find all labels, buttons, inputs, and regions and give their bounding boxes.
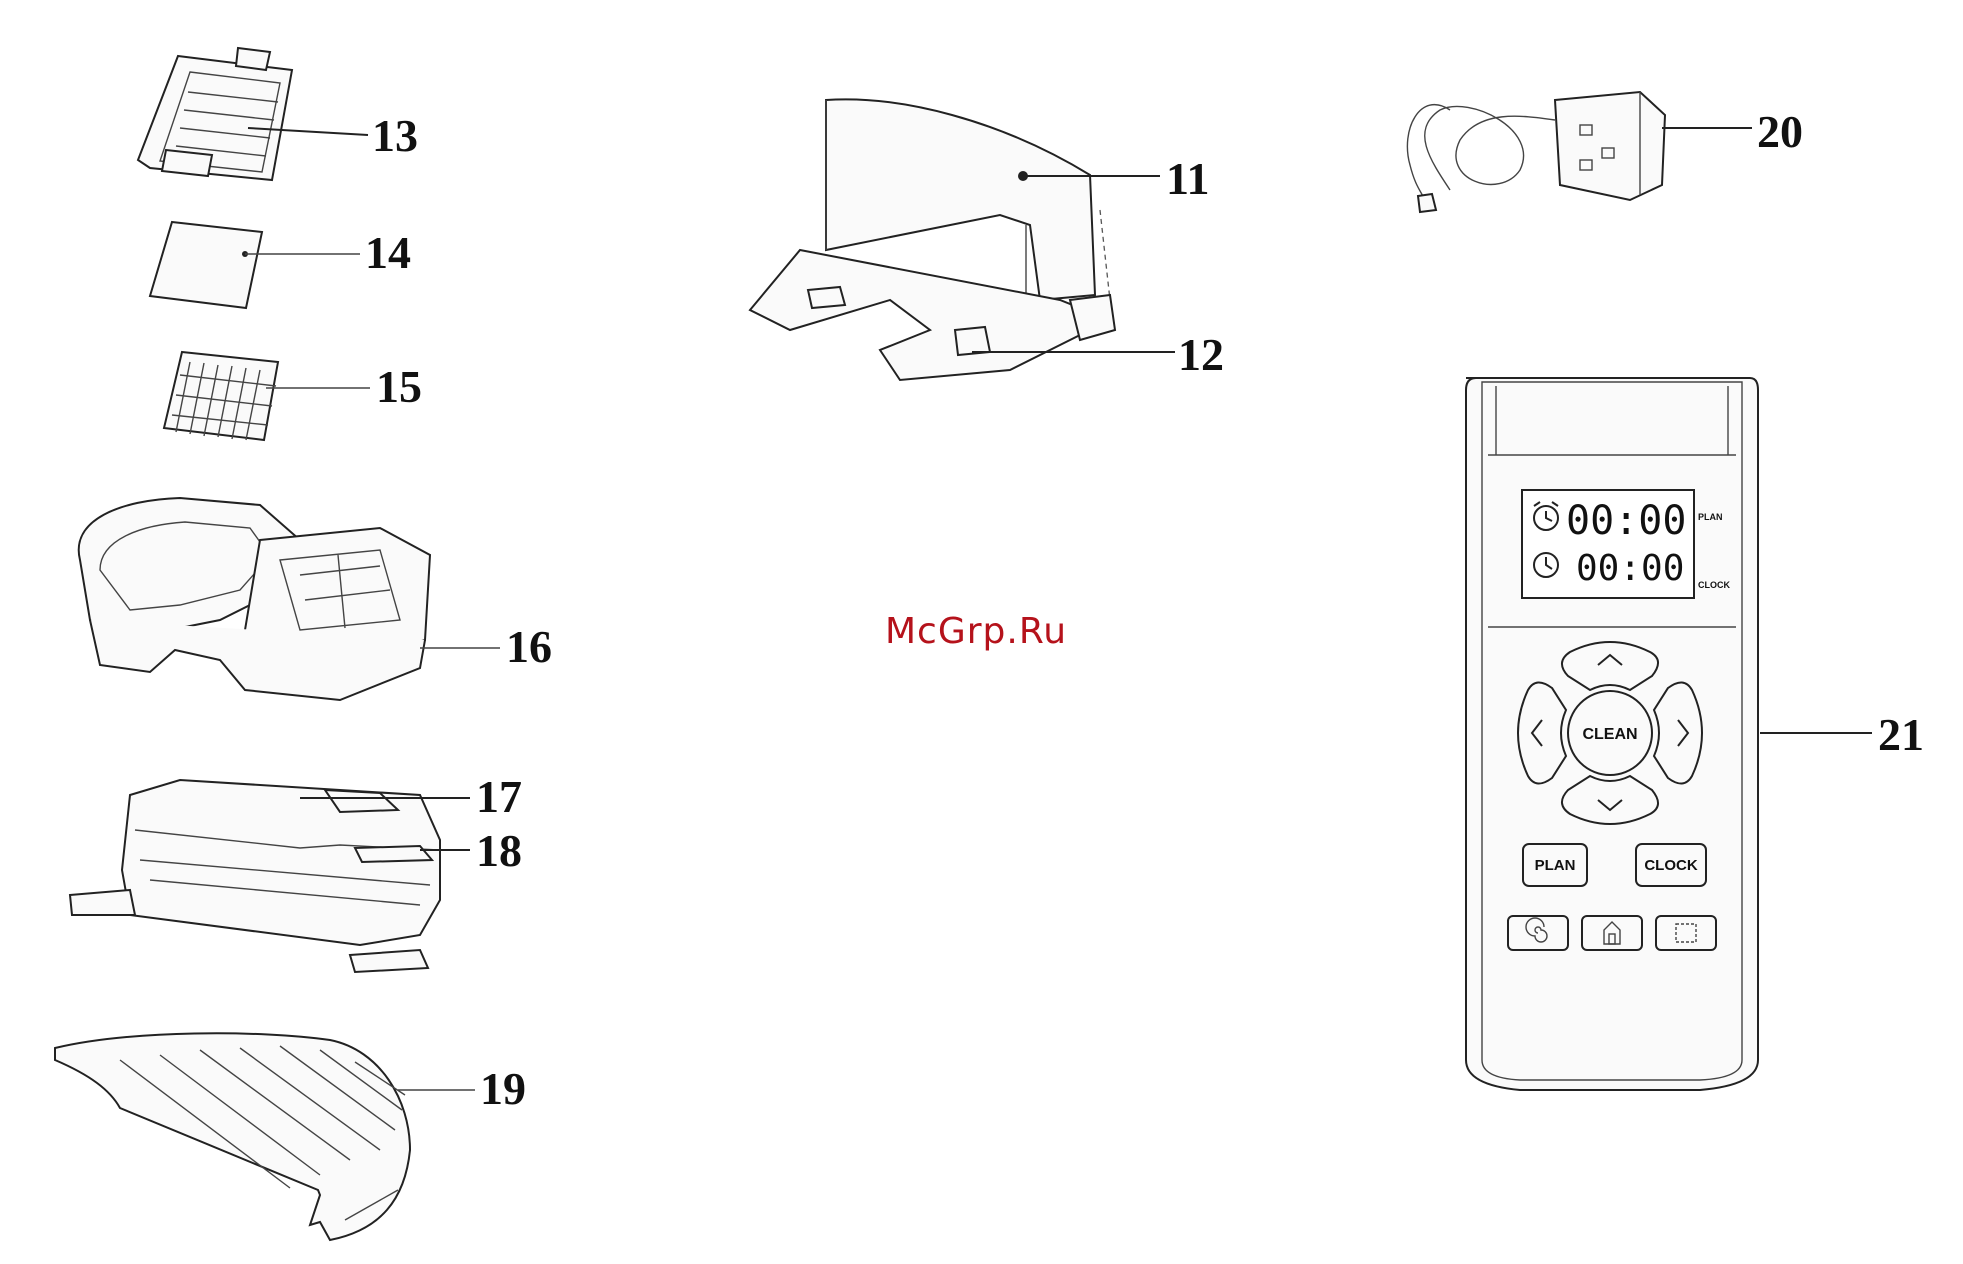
part-15-hepa-filter [164,352,370,440]
part-16-dust-bin [79,498,500,700]
plan-button-label: PLAN [1535,857,1576,874]
edge-mode-button[interactable] [1656,916,1716,950]
callout-17: 17 [476,771,522,822]
plan-tag: PLAN [1698,512,1723,522]
callout-19: 19 [480,1063,526,1114]
callout-20: 20 [1757,106,1803,157]
clock-button-label: CLOCK [1644,857,1697,874]
callout-21: 21 [1878,709,1924,760]
part-11-12-charging-dock [750,99,1175,380]
part-14-filter-sheet [150,222,360,308]
callout-16: 16 [506,621,552,672]
left-button[interactable] [1518,682,1566,783]
right-button[interactable] [1654,682,1702,783]
part-17-robot-body [70,780,470,972]
part-13-filter-holder [138,48,368,180]
callout-18: 18 [476,825,522,876]
callout-12: 12 [1178,329,1224,380]
clock-tag: CLOCK [1698,580,1730,590]
part-19-mop-pad [55,1033,475,1240]
callout-15: 15 [376,361,422,412]
watermark: McGrp.Ru [885,611,1067,652]
callout-11: 11 [1166,153,1209,204]
clean-button-label: CLEAN [1582,726,1637,743]
callout-14: 14 [365,227,411,278]
part-20-power-adapter [1407,92,1752,212]
clock-time-display: 00:00 [1576,548,1684,589]
callout-13: 13 [372,110,418,161]
part-21-remote-control: 00:00 00:00 PLAN CLOCK CLEAN PLAN CLOCK [1466,378,1872,1090]
plan-time-display: 00:00 [1566,498,1686,544]
